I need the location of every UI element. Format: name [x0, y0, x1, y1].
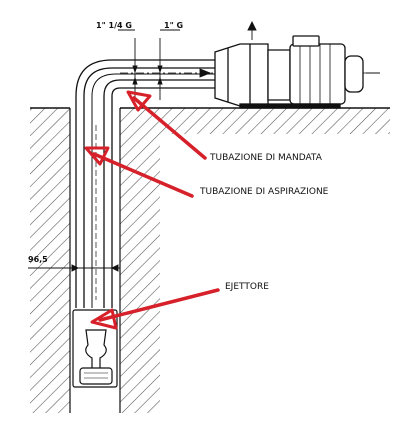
- suction-size-label: 1" G: [164, 21, 184, 30]
- label-tubazione-mandata: TUBAZIONE DI MANDATA: [210, 153, 322, 163]
- label-tubazione-aspirazione: TUBAZIONE DI ASPIRAZIONE: [200, 187, 329, 197]
- arrow-aspirazione-head: [84, 146, 110, 166]
- ejector: [79, 329, 113, 385]
- red-arrows: [84, 90, 220, 330]
- arrow-ejettore: [98, 288, 220, 322]
- ground: [30, 107, 390, 413]
- piping: [75, 59, 380, 308]
- dimension-lines: [118, 20, 257, 100]
- label-ejettore: EJETTORE: [225, 282, 269, 292]
- arrow-mandata: [132, 96, 207, 160]
- pump-motor: [214, 35, 380, 109]
- arrow-mandata-head: [126, 90, 152, 112]
- discharge-size-label: 1" 1/4 G: [96, 21, 132, 30]
- arrow-aspirazione: [92, 152, 194, 198]
- bore-width-label: 96,5: [28, 255, 48, 264]
- arrow-ejettore-head: [90, 308, 118, 330]
- bore-width-dimension: [28, 258, 121, 278]
